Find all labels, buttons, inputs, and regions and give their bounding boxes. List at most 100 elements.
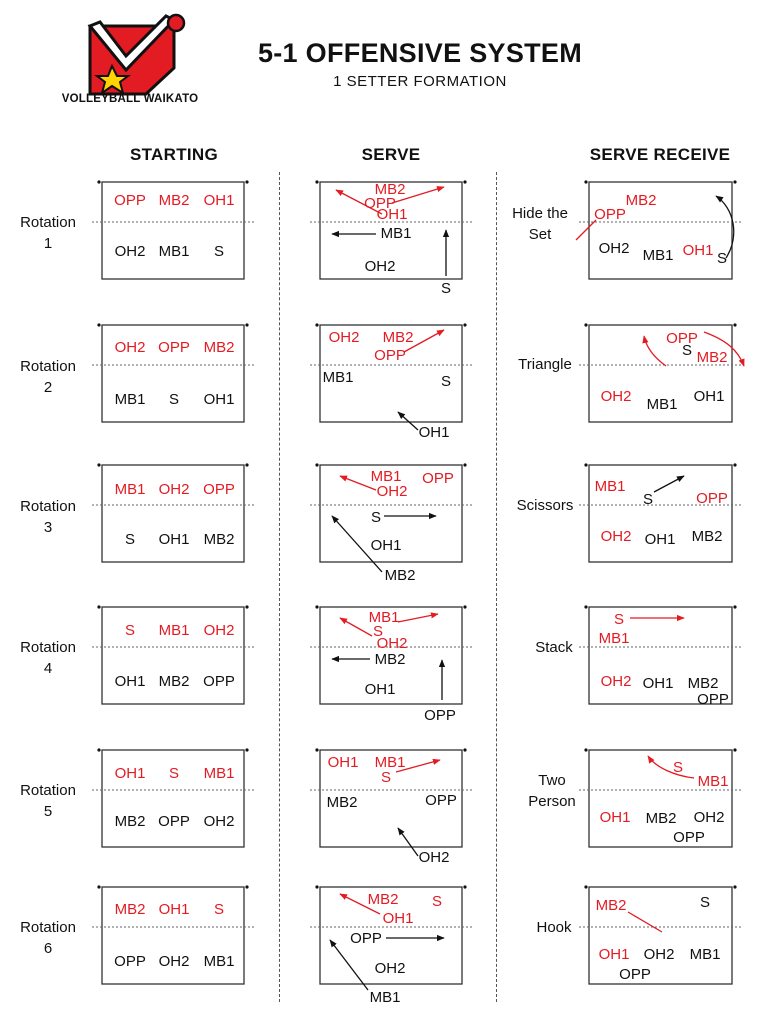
antenna-dot [733, 748, 737, 752]
player-label: MB2 [375, 651, 406, 668]
player-label: S [700, 894, 710, 911]
player-label: OH2 [599, 240, 630, 257]
player-label: OH1 [204, 192, 235, 209]
antenna-dot [97, 605, 101, 609]
player-label: MB1 [159, 622, 190, 639]
player-label: MB1 [204, 953, 235, 970]
player-label: OH2 [329, 329, 360, 346]
player-label: OH1 [328, 754, 359, 771]
player-label: OPP [697, 691, 729, 708]
player-label: OH2 [204, 622, 235, 639]
player-label: MB2 [646, 810, 677, 827]
player-label: S [169, 765, 179, 782]
player-label: MB1 [647, 396, 678, 413]
antenna-dot [463, 605, 467, 609]
player-label: OPP [203, 673, 235, 690]
antenna-dot [584, 885, 588, 889]
player-label: MB1 [204, 765, 235, 782]
formation-label: Hook [536, 919, 572, 936]
antenna-dot [97, 748, 101, 752]
column-header-serve: SERVE [361, 145, 421, 164]
antenna-dot [97, 463, 101, 467]
antenna-dot [315, 323, 319, 327]
player-label: OH2 [159, 953, 190, 970]
player-label: OH1 [115, 765, 146, 782]
player-label: OH1 [204, 391, 235, 408]
antenna-dot [463, 180, 467, 184]
player-label: OPP [374, 347, 406, 364]
antenna-dot [315, 748, 319, 752]
player-label: OPP [158, 339, 190, 356]
player-label: OPP [203, 481, 235, 498]
page-title: 5-1 OFFENSIVE SYSTEM [257, 38, 583, 68]
player-label: OPP [424, 707, 456, 724]
player-label: OPP [114, 192, 146, 209]
antenna-dot [584, 180, 588, 184]
player-label: MB2 [115, 813, 146, 830]
antenna-dot [733, 323, 737, 327]
player-label: OPP [425, 792, 457, 809]
antenna-dot [315, 885, 319, 889]
player-label: MB1 [375, 754, 406, 771]
player-label: OH1 [694, 388, 725, 405]
player-label: MB1 [371, 468, 402, 485]
player-label: S [441, 280, 451, 297]
court-outline [319, 464, 463, 563]
player-label: OPP [422, 470, 454, 487]
player-label: S [673, 759, 683, 776]
antenna-dot [97, 323, 101, 327]
player-label: MB1 [115, 391, 146, 408]
column-header-serve-receive: SERVE RECEIVE [589, 145, 731, 164]
court-outline [319, 181, 463, 280]
formation-label: Stack [535, 639, 573, 656]
player-label: MB2 [383, 329, 414, 346]
player-label: MB2 [327, 794, 358, 811]
formation-label: Triangle [518, 356, 572, 373]
player-label: OH2 [601, 673, 632, 690]
player-label: OH2 [377, 635, 408, 652]
player-label: MB1 [370, 989, 401, 1006]
antenna-dot [315, 605, 319, 609]
player-label: OPP [619, 966, 651, 983]
court-outline [101, 886, 245, 985]
volleyball-waikato-logo [87, 13, 186, 96]
player-label: S [717, 250, 727, 267]
antenna-dot [245, 463, 249, 467]
court-outline [101, 464, 245, 563]
player-label: S [682, 342, 692, 359]
player-label: MB2 [688, 675, 719, 692]
player-label: MB1 [698, 773, 729, 790]
player-label: OH1 [419, 424, 450, 441]
player-label: S [614, 611, 624, 628]
player-label: MB2 [115, 901, 146, 918]
player-label: OH1 [383, 910, 414, 927]
antenna-dot [315, 180, 319, 184]
player-label: OPP [364, 195, 396, 212]
player-label: MB2 [626, 192, 657, 209]
player-label: OH1 [159, 531, 190, 548]
player-label: OPP [673, 829, 705, 846]
column-divider [279, 172, 280, 1002]
player-label: S [214, 243, 224, 260]
court-outline [101, 606, 245, 705]
antenna-dot [245, 323, 249, 327]
player-label: MB2 [385, 567, 416, 584]
antenna-dot [315, 463, 319, 467]
antenna-dot [733, 605, 737, 609]
player-label: OH2 [365, 258, 396, 275]
court-outline [319, 606, 463, 705]
antenna-dot [584, 605, 588, 609]
player-label: S [169, 391, 179, 408]
player-label: MB1 [599, 630, 630, 647]
player-label: MB2 [159, 192, 190, 209]
court-outline [319, 886, 463, 985]
court-outline [588, 181, 733, 280]
player-label: OH2 [694, 809, 725, 826]
player-label: S [643, 491, 653, 508]
antenna-dot [97, 885, 101, 889]
antenna-dot [463, 463, 467, 467]
player-label: MB2 [159, 673, 190, 690]
